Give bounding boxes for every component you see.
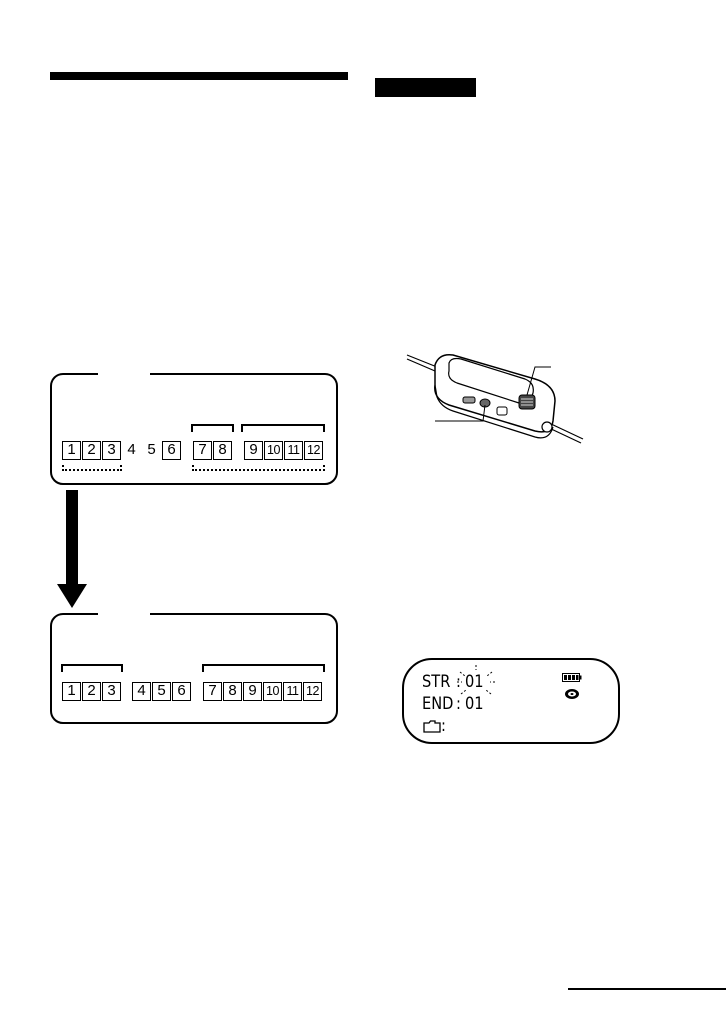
heading-tab-block xyxy=(375,78,476,97)
before-group-bracket xyxy=(191,424,234,432)
after-track-cell: 9 xyxy=(243,682,262,701)
before-track-cell: 11 xyxy=(284,441,303,460)
blink-indicator-icon xyxy=(457,665,495,695)
before-track-cell: 3 xyxy=(102,441,121,460)
down-arrow-shaft xyxy=(66,490,78,586)
after-track-cell: 7 xyxy=(203,682,222,701)
after-track-cell: 3 xyxy=(102,682,121,701)
after-frame-label-gap xyxy=(98,611,150,617)
before-group-bracket xyxy=(241,424,325,432)
lcd-end-value: 01 xyxy=(465,694,484,714)
after-group-bracket xyxy=(202,664,325,672)
lcd-folder-value: : xyxy=(441,716,446,736)
after-track-cell: 12 xyxy=(303,682,322,701)
remote-control-illustration xyxy=(405,345,585,445)
before-track-cell: 9 xyxy=(244,441,263,460)
lcd-display: STR : 01 END : 01 : xyxy=(402,658,620,744)
remote-control-icon xyxy=(406,353,584,444)
after-track-cell: 4 xyxy=(132,682,151,701)
folder-icon xyxy=(423,720,441,733)
after-track-cell: 1 xyxy=(62,682,81,701)
disc-icon xyxy=(565,689,579,699)
before-frame-label-gap xyxy=(98,371,150,377)
before-track-cell: 6 xyxy=(162,441,181,460)
after-frame xyxy=(50,613,338,724)
before-track-cell: 10 xyxy=(264,441,283,460)
before-track-cell: 4 xyxy=(122,441,141,460)
lcd-end-colon: : xyxy=(456,694,461,714)
lcd-str-label: STR xyxy=(422,672,451,692)
before-track-cell: 12 xyxy=(304,441,323,460)
after-track-cell: 6 xyxy=(172,682,191,701)
after-track-cell: 2 xyxy=(82,682,101,701)
before-track-cell: 5 xyxy=(142,441,161,460)
down-arrow-icon xyxy=(57,584,87,608)
page-footer-rule xyxy=(568,988,726,990)
before-selection-dotted-line xyxy=(192,465,325,471)
before-track-cell: 2 xyxy=(82,441,101,460)
before-track-cell: 7 xyxy=(193,441,212,460)
before-selection-dotted-line xyxy=(62,465,122,471)
before-track-cell: 1 xyxy=(62,441,81,460)
after-track-cell: 5 xyxy=(152,682,171,701)
before-track-cell: 8 xyxy=(213,441,232,460)
after-group-bracket xyxy=(61,664,123,672)
after-track-cell: 11 xyxy=(283,682,302,701)
after-track-cell: 8 xyxy=(223,682,242,701)
section-heading-rule xyxy=(50,72,348,80)
battery-icon xyxy=(562,673,582,682)
before-frame xyxy=(50,373,338,485)
lcd-end-label: END xyxy=(422,694,454,714)
after-track-cell: 10 xyxy=(263,682,282,701)
lcd-str-value: 01 xyxy=(465,672,484,692)
